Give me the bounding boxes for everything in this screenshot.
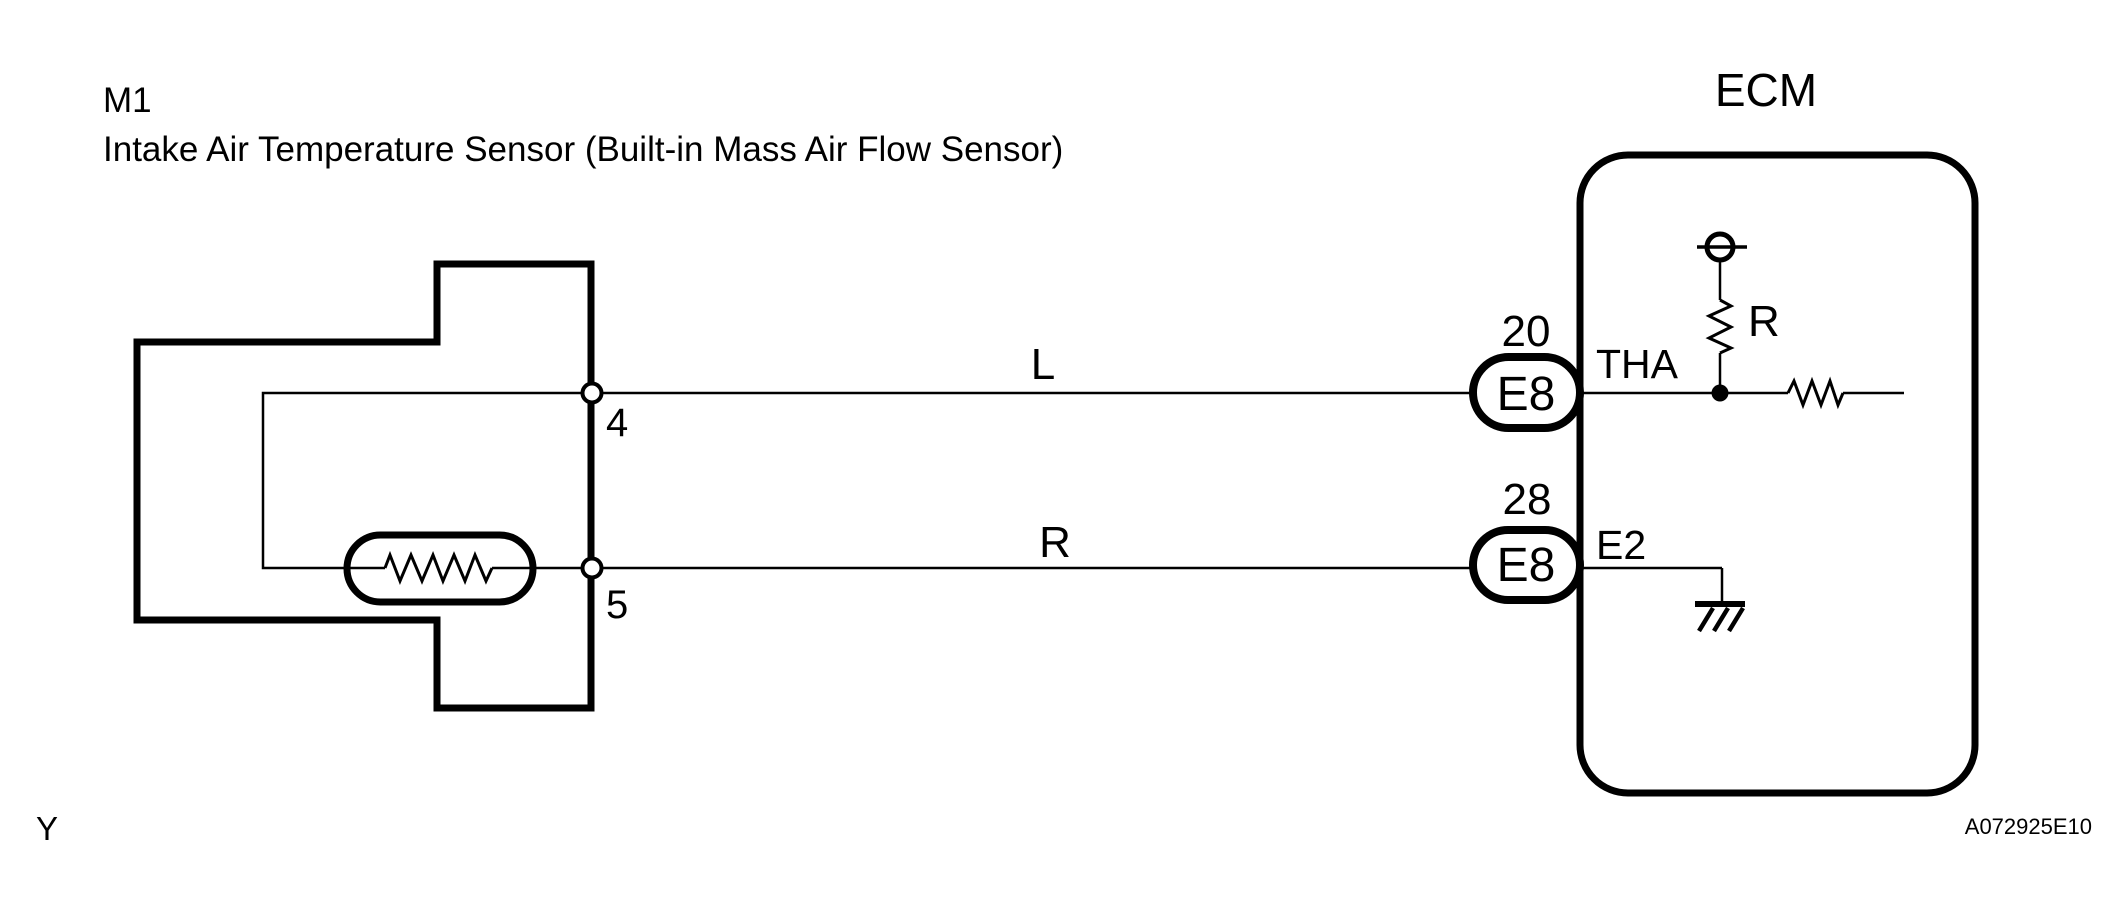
pin-4-terminal-circle [580, 381, 604, 405]
ground-hatch-2 [1712, 606, 1730, 633]
ground-hatch-3 [1727, 606, 1745, 633]
ecm-connector-e8-top-label: E8 [1497, 368, 1556, 421]
ecm-pin-20-label: 20 [1502, 307, 1551, 356]
component-id-label: M1 [103, 81, 152, 120]
pin-5-terminal-circle [580, 556, 604, 580]
wire-pin4-internal [261, 391, 1788, 570]
figure-code-label: A072925E10 [1965, 814, 2092, 839]
ground-hatch-1 [1697, 606, 1715, 633]
sensor-connector-outline [133, 260, 595, 712]
ecm-signal-tha-label: THA [1596, 341, 1679, 387]
junction-node-dot [1711, 384, 1729, 402]
pin-5-label: 5 [606, 583, 628, 627]
resistors [383, 298, 1845, 586]
ecm-connector-e8-bottom-label: E8 [1497, 539, 1556, 592]
wires [261, 260, 1904, 602]
ecm-box [1576, 151, 1979, 797]
pullup-resistor-label: R [1748, 297, 1780, 346]
pin-4-label: 4 [606, 401, 628, 445]
ground-icon [1695, 601, 1745, 633]
ecm-pin-28-label: 28 [1503, 475, 1552, 524]
thermistor-oval [343, 531, 537, 606]
series-resistor-zigzag [1786, 376, 1845, 410]
wire-color-bottom-label: R [1039, 518, 1071, 567]
thermistor-zigzag [383, 550, 494, 586]
wire-color-top-label: L [1031, 340, 1055, 389]
ecm-signal-e2-label: E2 [1596, 522, 1646, 568]
power-source-icon [1697, 231, 1747, 263]
page-marker-label: Y [36, 810, 58, 847]
ecm-label: ECM [1715, 64, 1817, 116]
pullup-resistor-zigzag [1705, 298, 1735, 355]
component-title-label: Intake Air Temperature Sensor (Built-in … [103, 130, 1063, 169]
